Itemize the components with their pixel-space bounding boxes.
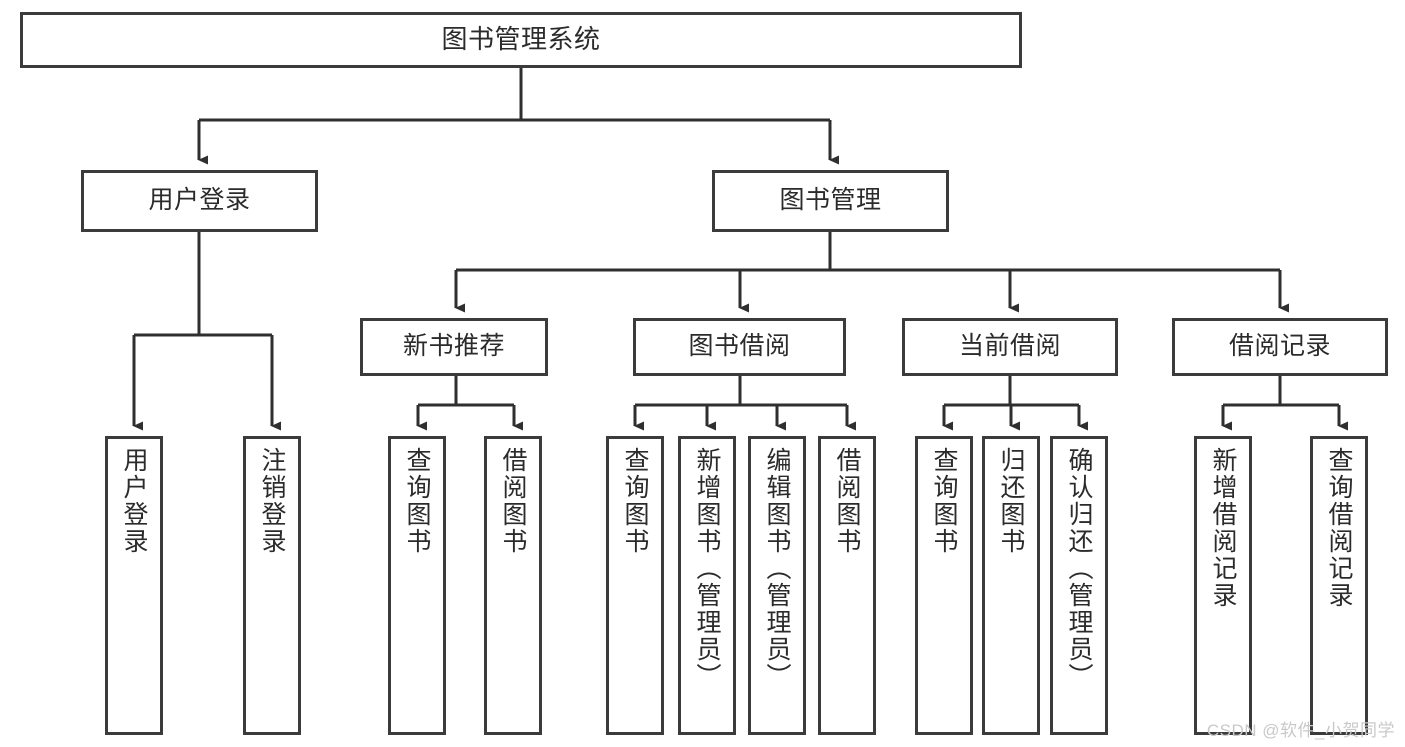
leaf-user-login-logout[interactable]: 注销登录 xyxy=(243,436,301,735)
leaf-label: 查询图书 xyxy=(403,447,431,555)
leaf-label: 借阅图书 xyxy=(833,447,861,555)
watermark: CSDN @软件_小贺同学 xyxy=(1206,721,1395,740)
node-book-management[interactable]: 图书管理 xyxy=(712,170,949,232)
node-user-login[interactable]: 用户登录 xyxy=(81,170,318,232)
leaf-new-book-query[interactable]: 查询图书 xyxy=(388,436,446,735)
leaf-label: 查询借阅记录 xyxy=(1325,447,1353,609)
leaf-borrow-record-add[interactable]: 新增借阅记录 xyxy=(1194,436,1252,735)
leaf-label: 新增图书（管理员） xyxy=(693,447,721,690)
leaf-label: 查询图书 xyxy=(930,447,958,555)
leaf-label: 注销登录 xyxy=(258,447,286,555)
node-new-book-recommend-label: 新书推荐 xyxy=(402,332,505,361)
node-book-borrow[interactable]: 图书借阅 xyxy=(633,318,846,376)
node-root-label: 图书管理系统 xyxy=(441,24,601,55)
leaf-book-borrow-add[interactable]: 新增图书（管理员） xyxy=(678,436,736,735)
leaf-current-borrow-return[interactable]: 归还图书 xyxy=(982,436,1040,735)
leaf-book-borrow-query[interactable]: 查询图书 xyxy=(606,436,664,735)
node-root[interactable]: 图书管理系统 xyxy=(20,12,1022,68)
node-borrow-record[interactable]: 借阅记录 xyxy=(1172,318,1388,376)
leaf-label: 借阅图书 xyxy=(499,447,527,555)
node-current-borrow[interactable]: 当前借阅 xyxy=(902,318,1118,376)
leaf-current-borrow-query[interactable]: 查询图书 xyxy=(915,436,973,735)
leaf-user-login-login[interactable]: 用户登录 xyxy=(105,436,163,735)
leaf-label: 确认归还（管理员） xyxy=(1065,447,1093,690)
leaf-label: 归还图书 xyxy=(997,447,1025,555)
leaf-new-book-borrow[interactable]: 借阅图书 xyxy=(484,436,542,735)
leaf-label: 用户登录 xyxy=(120,447,148,555)
node-new-book-recommend[interactable]: 新书推荐 xyxy=(360,318,548,376)
leaf-book-borrow-borrow[interactable]: 借阅图书 xyxy=(818,436,876,735)
node-book-management-label: 图书管理 xyxy=(779,186,882,215)
node-borrow-record-label: 借阅记录 xyxy=(1228,332,1331,361)
leaf-current-borrow-confirm-return[interactable]: 确认归还（管理员） xyxy=(1050,436,1108,735)
node-user-login-label: 用户登录 xyxy=(148,186,251,215)
node-current-borrow-label: 当前借阅 xyxy=(958,332,1061,361)
leaf-label: 查询图书 xyxy=(621,447,649,555)
node-book-borrow-label: 图书借阅 xyxy=(688,332,791,361)
leaf-book-borrow-edit[interactable]: 编辑图书（管理员） xyxy=(748,436,806,735)
leaf-label: 新增借阅记录 xyxy=(1209,447,1237,609)
leaf-label: 编辑图书（管理员） xyxy=(763,447,791,690)
leaf-borrow-record-query[interactable]: 查询借阅记录 xyxy=(1310,436,1368,735)
